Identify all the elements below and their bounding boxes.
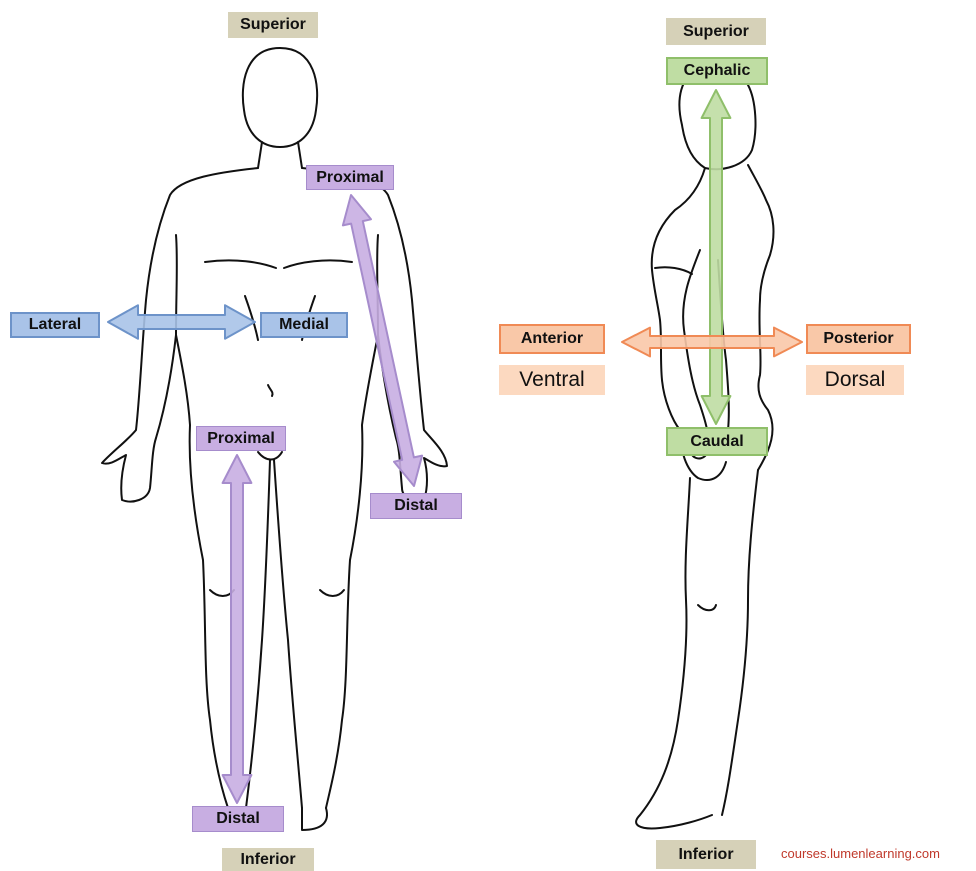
leg-distal-label: Distal — [192, 806, 284, 832]
arm-proximal-label: Proximal — [306, 165, 394, 190]
lateral-medial-arrow — [108, 305, 255, 339]
leg-proximal-label: Proximal — [196, 426, 286, 451]
medial-label: Medial — [260, 312, 348, 338]
cephalic-label: Cephalic — [666, 57, 768, 85]
front-superior-label: Superior — [228, 12, 318, 38]
leg-proximal-distal-arrow — [223, 455, 252, 803]
side-inferior-label: Inferior — [656, 840, 756, 869]
arm-proximal-distal-arrow — [343, 195, 422, 486]
lateral-label: Lateral — [10, 312, 100, 338]
dorsal-label: Dorsal — [806, 365, 904, 395]
ventral-label: Ventral — [499, 365, 605, 395]
source-credit: courses.lumenlearning.com — [781, 846, 940, 861]
arm-distal-label: Distal — [370, 493, 462, 519]
front-inferior-label: Inferior — [222, 848, 314, 871]
anterior-label: Anterior — [499, 324, 605, 354]
side-superior-label: Superior — [666, 18, 766, 45]
caudal-label: Caudal — [666, 427, 768, 456]
posterior-label: Posterior — [806, 324, 911, 354]
